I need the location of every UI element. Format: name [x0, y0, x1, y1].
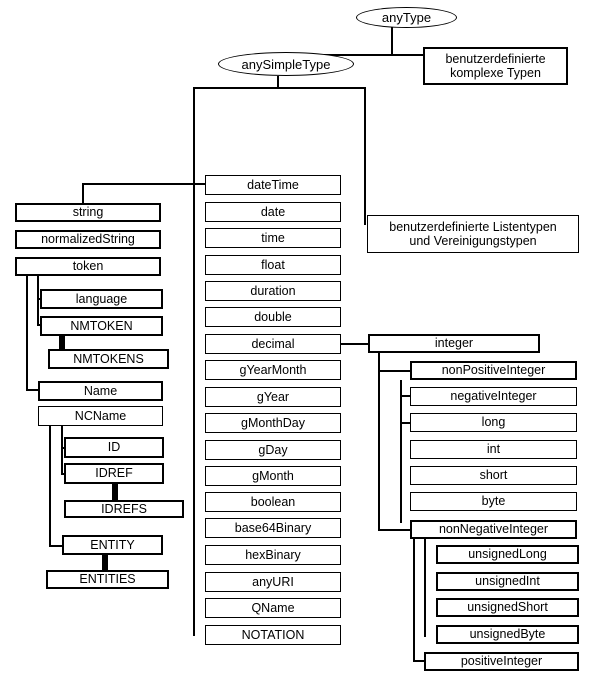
connector [378, 529, 410, 531]
connector [424, 539, 426, 637]
node-g-year: gYear [205, 387, 341, 407]
connector [37, 324, 41, 326]
node-unsigned-int: unsignedInt [436, 572, 579, 591]
node-any-type: anyType [356, 7, 457, 28]
node-name: Name [38, 381, 163, 401]
connector [413, 539, 415, 662]
node-nmtoken: NMTOKEN [40, 316, 163, 336]
connector [26, 389, 39, 391]
node-duration: duration [205, 281, 341, 301]
connector [378, 370, 410, 372]
node-float: float [205, 255, 341, 275]
node-non-negative-integer: nonNegativeInteger [410, 520, 577, 539]
node-base64-binary: base64Binary [205, 518, 341, 538]
connector [49, 425, 51, 547]
connector [400, 422, 410, 424]
node-g-month: gMonth [205, 466, 341, 486]
connector [400, 380, 402, 523]
connector [82, 183, 84, 203]
connector [37, 298, 41, 300]
node-id: ID [64, 437, 164, 458]
connector [112, 484, 118, 501]
node-list-union-types-line2: und Vereinigungstypen [409, 234, 537, 248]
connector [277, 76, 279, 88]
node-token: token [15, 257, 161, 276]
connector [341, 343, 368, 345]
node-idrefs: IDREFS [64, 500, 184, 518]
node-unsigned-long: unsignedLong [436, 545, 579, 564]
node-notation: NOTATION [205, 625, 341, 645]
node-g-month-day: gMonthDay [205, 413, 341, 433]
node-date-time: dateTime [205, 175, 341, 195]
node-complex-types-line2: komplexe Typen [450, 66, 541, 80]
node-list-union-types-line1: benutzerdefinierte Listentypen [389, 219, 557, 234]
node-unsigned-byte: unsignedByte [436, 625, 579, 644]
connector [102, 554, 108, 571]
node-date: date [205, 202, 341, 222]
connector [59, 336, 65, 361]
node-entity: ENTITY [62, 535, 163, 555]
node-int: int [410, 440, 577, 459]
node-g-day: gDay [205, 440, 341, 460]
connector [378, 351, 380, 531]
node-qname: QName [205, 598, 341, 618]
node-normalized-string: normalizedString [15, 230, 161, 249]
node-g-year-month: gYearMonth [205, 360, 341, 380]
node-double: double [205, 307, 341, 327]
node-boolean: boolean [205, 492, 341, 512]
connector [49, 545, 63, 547]
connector [413, 660, 426, 662]
connector [400, 395, 410, 397]
node-short: short [410, 466, 577, 485]
node-decimal: decimal [205, 334, 341, 354]
connector [37, 276, 39, 326]
node-list-union-types: benutzerdefinierte Listentypen und Verei… [367, 215, 579, 253]
node-negative-integer: negativeInteger [410, 387, 577, 406]
node-positive-integer: positiveInteger [424, 652, 579, 671]
node-any-simple-type: anySimpleType [218, 52, 354, 76]
connector [364, 87, 366, 225]
node-hex-binary: hexBinary [205, 545, 341, 565]
node-any-uri: anyURI [205, 572, 341, 592]
node-time: time [205, 228, 341, 248]
node-string: string [15, 203, 161, 222]
connector [61, 473, 65, 475]
node-nmtokens: NMTOKENS [48, 349, 169, 369]
node-non-positive-integer: nonPositiveInteger [410, 361, 577, 380]
node-complex-types: benutzerdefinierte komplexe Typen [423, 47, 568, 85]
connector [61, 425, 63, 475]
node-byte: byte [410, 492, 577, 511]
node-integer: integer [368, 334, 540, 353]
node-long: long [410, 413, 577, 432]
connector [193, 87, 195, 636]
connector [281, 54, 495, 56]
connector [61, 447, 65, 449]
node-unsigned-short: unsignedShort [436, 598, 579, 617]
node-complex-types-line1: benutzerdefinierte [445, 51, 546, 66]
node-idref: IDREF [64, 463, 164, 484]
connector [193, 87, 365, 89]
connector [26, 276, 28, 391]
node-entities: ENTITIES [46, 570, 169, 589]
node-language: language [40, 289, 163, 309]
connector [391, 27, 393, 55]
connector [82, 183, 205, 185]
node-ncname: NCName [38, 406, 163, 426]
